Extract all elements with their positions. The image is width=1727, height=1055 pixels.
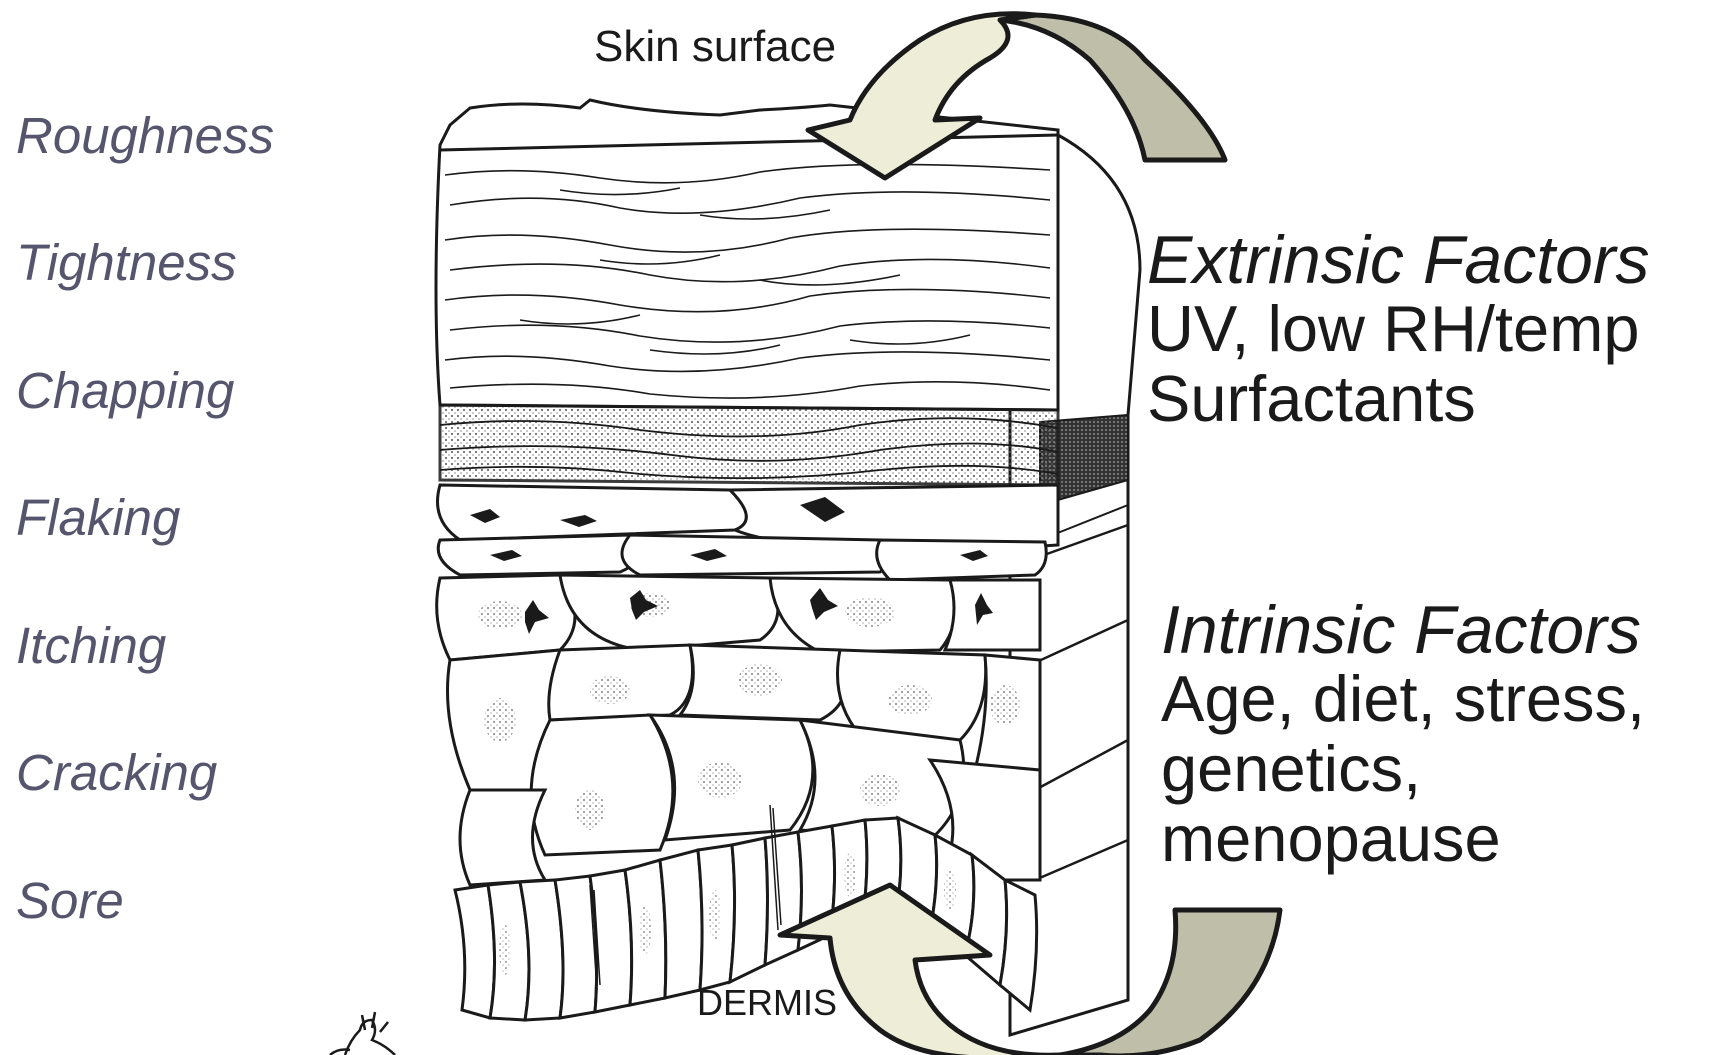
intrinsic-factors-title: Intrinsic Factors (1161, 596, 1645, 664)
intrinsic-factor-line: genetics, (1161, 734, 1645, 804)
stratum-granulosum (440, 405, 1058, 485)
skin-surface-label: Skin surface (594, 22, 836, 72)
flattened-cell-layer (438, 485, 1059, 580)
spinous-cell-layer (437, 575, 1040, 885)
extrinsic-factor-line: Surfactants (1147, 364, 1650, 434)
extrinsic-factors-title: Extrinsic Factors (1147, 226, 1650, 294)
intrinsic-factor-line: menopause (1161, 804, 1645, 874)
extrinsic-factors-block: Extrinsic Factors UV, low RH/temp Surfac… (1147, 226, 1650, 434)
intrinsic-factors-block: Intrinsic Factors Age, diet, stress, gen… (1161, 596, 1645, 874)
stratum-corneum (436, 100, 1058, 410)
dermis-label: DERMIS (697, 982, 837, 1024)
extrinsic-factor-line: UV, low RH/temp (1147, 294, 1650, 364)
decorative-figure-icon (330, 1012, 395, 1055)
intrinsic-factor-line: Age, diet, stress, (1161, 664, 1645, 734)
